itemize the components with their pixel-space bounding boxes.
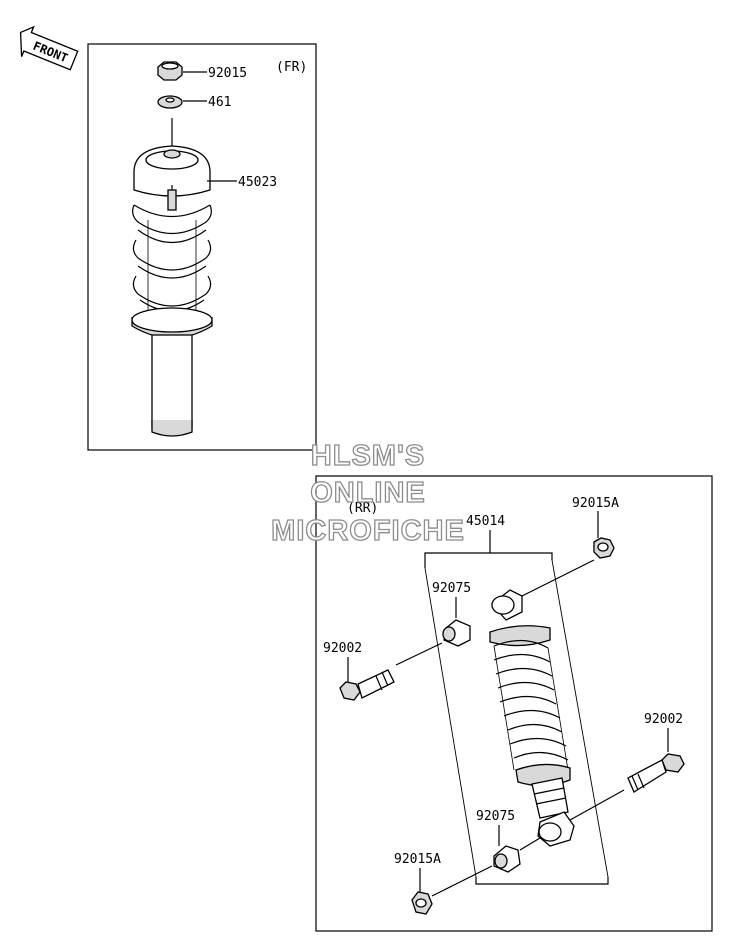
- rear-shock-absorber-45014: [489, 589, 575, 847]
- front-group-frame: [87, 43, 317, 451]
- part-number-92015a-bottom: 92015A: [394, 852, 441, 867]
- bracket-45014-top: [424, 552, 553, 568]
- front-arrow-icon: [19, 25, 79, 71]
- front-arrow: FRONT: [19, 25, 79, 71]
- rear-group-frame: [315, 475, 713, 932]
- coil-spring-icon: [132, 204, 212, 318]
- nut-92015: [157, 61, 183, 81]
- part-number-92075-lower: 92075: [476, 809, 515, 824]
- shock-body-icon: [151, 334, 193, 428]
- part-number-45023: 45023: [238, 175, 277, 190]
- watermark-line-2: ONLINE: [310, 477, 426, 509]
- watermark-line-1: HLSM'S: [311, 440, 425, 472]
- coil-spring-icon: [493, 639, 569, 771]
- nut-92015a-top: [593, 537, 615, 559]
- front-group-tag: (FR): [276, 60, 307, 75]
- bolt-92002-right: [627, 753, 685, 793]
- bolt-head-icon: [339, 681, 361, 701]
- bolt-92002-left: [339, 669, 395, 701]
- part-number-45014: 45014: [466, 514, 505, 529]
- nut-92015a-bottom: [411, 891, 433, 915]
- part-number-92002-right: 92002: [644, 712, 683, 727]
- bushing-92075-upper: [442, 619, 471, 647]
- part-number-92015: 92015: [208, 66, 247, 81]
- washer-461: [157, 95, 183, 109]
- front-shock-absorber-45023: [131, 118, 213, 437]
- rear-group-tag: (RR): [347, 501, 378, 516]
- part-number-461: 461: [208, 95, 231, 110]
- bracket-45014-bottom: [475, 877, 609, 885]
- part-number-92015a-top: 92015A: [572, 496, 619, 511]
- watermark: HLSM'S ONLINE MICROFICHE: [271, 439, 465, 547]
- part-number-92002-left: 92002: [323, 641, 362, 656]
- watermark-line-3: MICROFICHE: [271, 515, 465, 547]
- part-number-92075-upper: 92075: [432, 581, 471, 596]
- bushing-92075-lower: [493, 845, 521, 873]
